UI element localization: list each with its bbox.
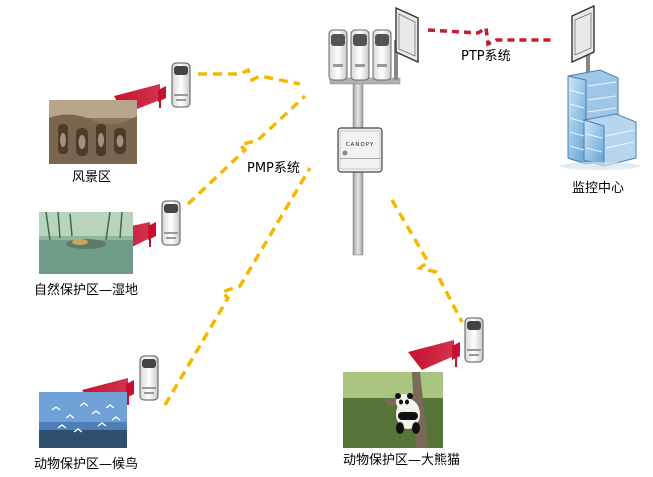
pmp-link-label: PMP系统 [247,161,300,176]
ptp-link-label: PTP系统 [461,49,511,64]
canopy-sm-icon [161,200,181,246]
wetland-reserve-label: 自然保护区—湿地 [34,282,138,298]
panda-reserve-label: 动物保护区—大熊猫 [343,452,460,468]
panda-reserve-photo [343,372,443,448]
panel-antenna-icon [394,6,419,80]
canopy-cluster-box: CANOPY [337,127,383,173]
ptp-link [427,25,555,47]
bird-reserve-label: 动物保护区—候鸟 [34,456,138,472]
pmp-link-panda [390,199,464,323]
pmp-link-wetland [186,94,307,206]
bird-reserve-photo [39,392,127,448]
scenic-area-photo [49,100,137,164]
subscriber-panda [408,317,484,370]
access-point-tower: CANOPY [328,6,419,256]
pmp-link-birds [163,167,312,406]
monitoring-center-label: 监控中心 [572,181,624,196]
monitoring-center [560,4,640,170]
canopy-sm-icon [139,355,159,401]
pmp-links [163,67,464,406]
wetland-photo [39,211,133,274]
scenic-area-label: 风景区 [72,170,111,185]
device-brand-label: CANOPY [346,142,375,148]
panel-antenna-icon [571,4,595,64]
canopy-sm-icon [464,317,484,363]
office-building-icon [560,69,640,170]
canopy-sm-icon [171,62,191,108]
canopy-ap-icon [328,29,392,81]
beam-icon [408,340,454,370]
pmp-link-scenic [198,67,301,86]
